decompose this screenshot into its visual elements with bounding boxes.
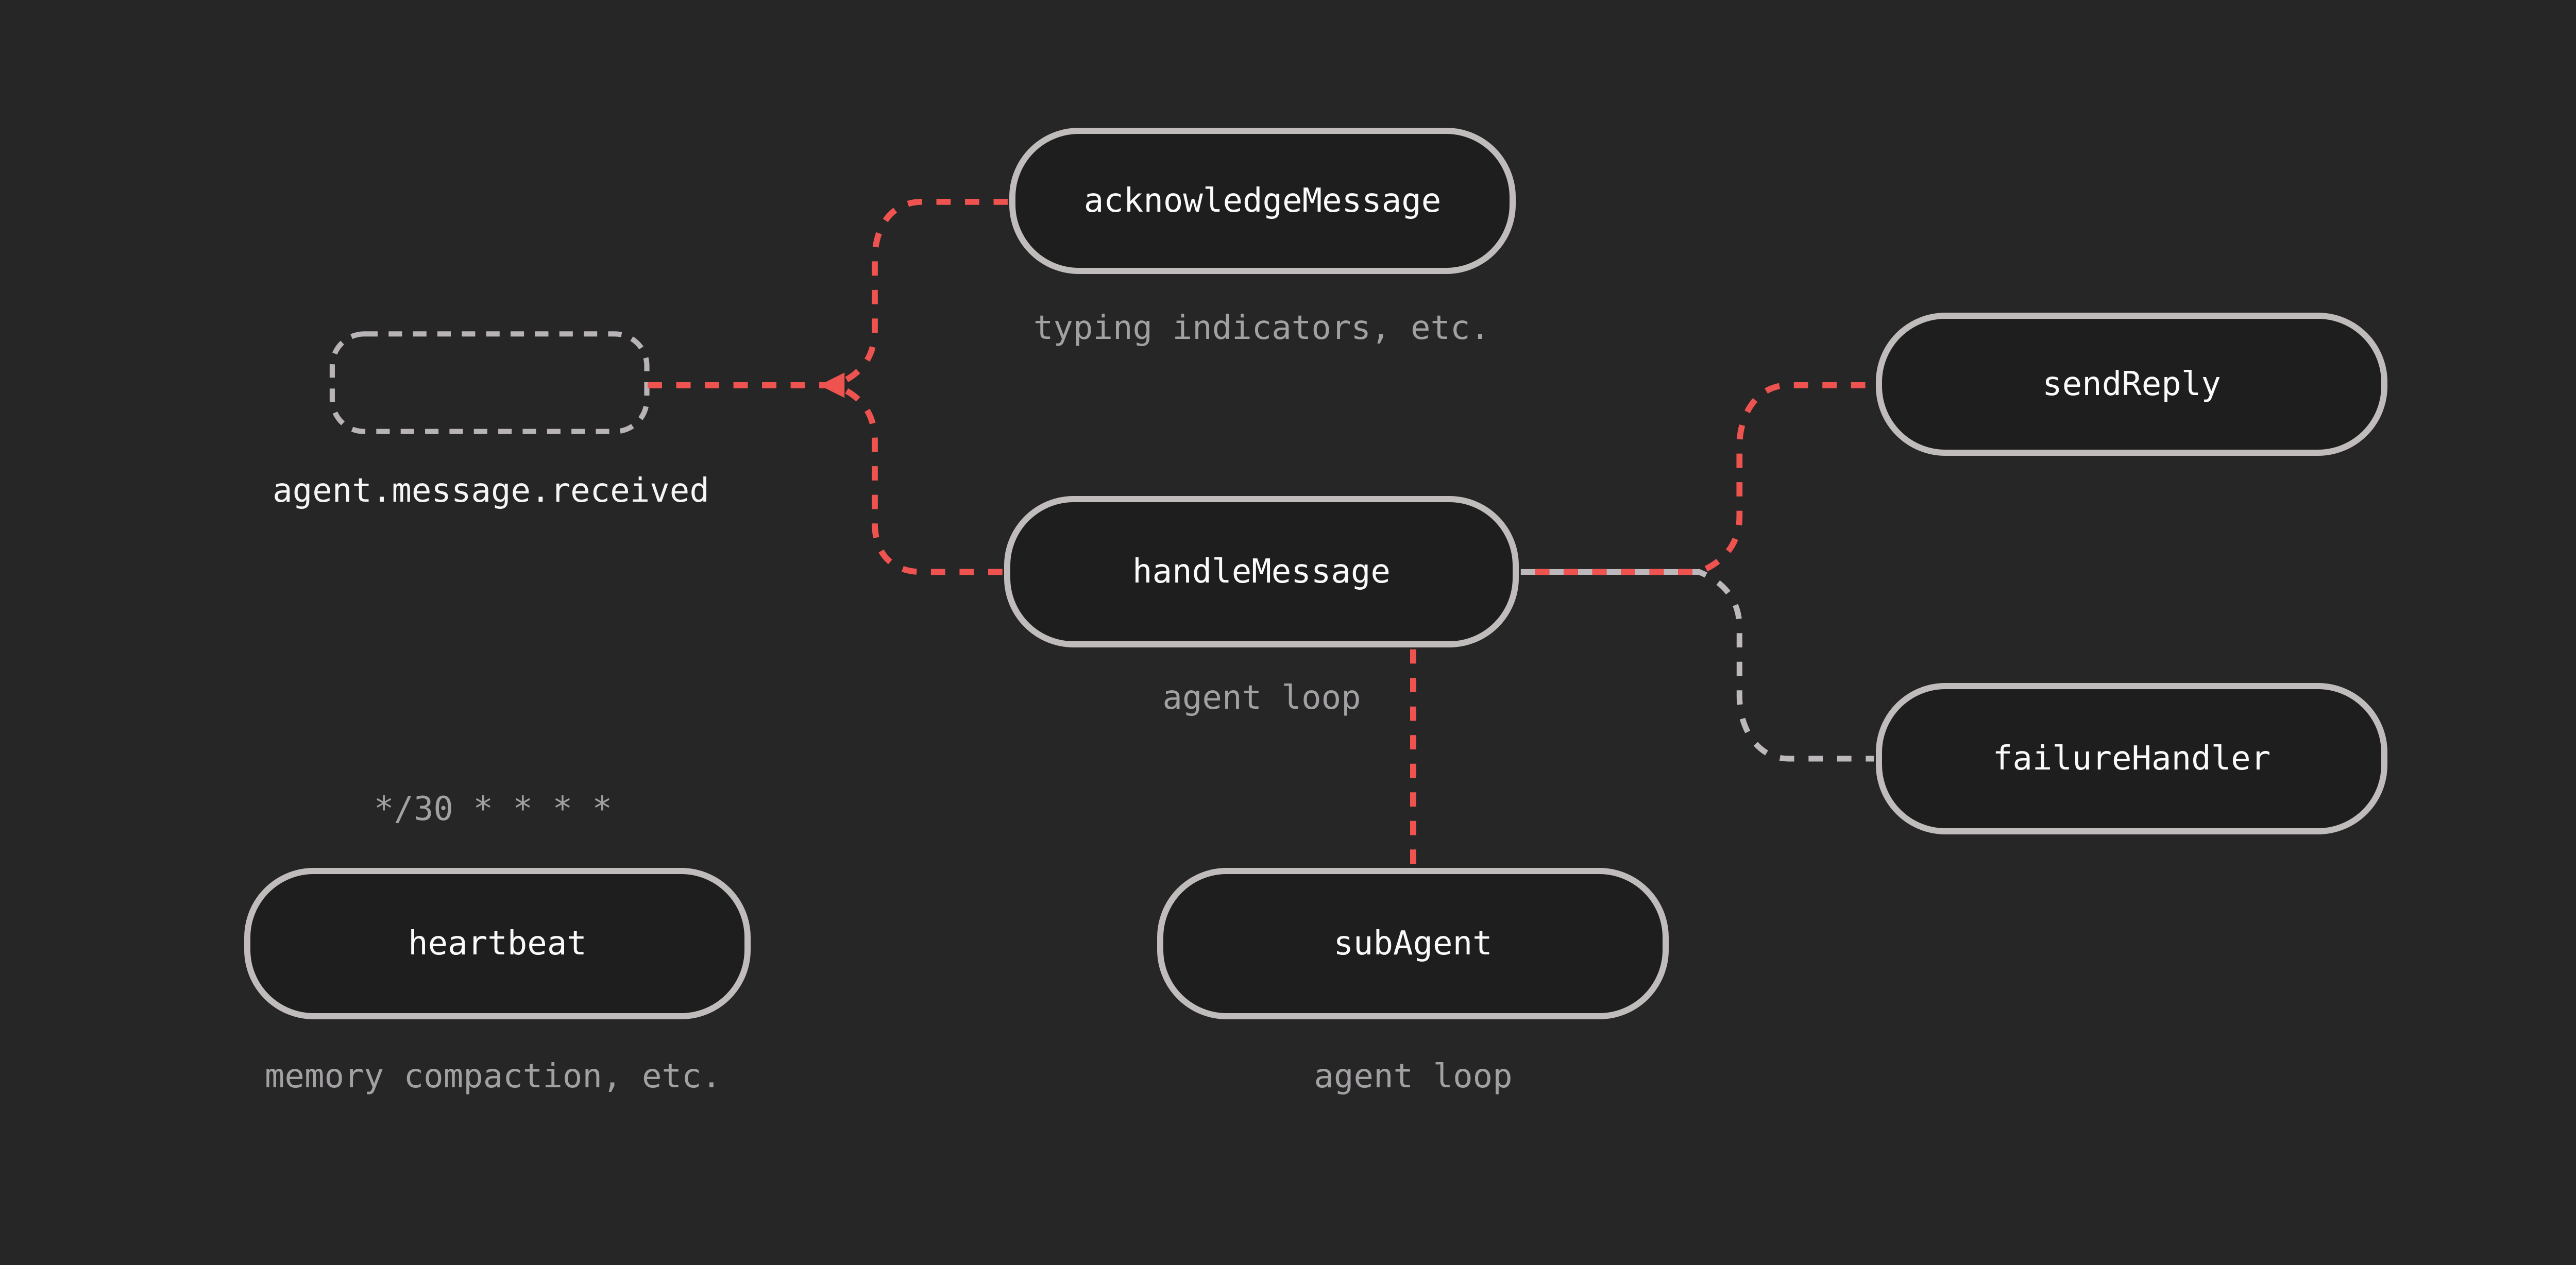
edge-junction-arrowhead-icon (819, 372, 845, 398)
caption-acknowledgemessage: typing indicators, etc. (1033, 309, 1490, 347)
heartbeat-schedule-label: */30 * * * * (374, 790, 613, 828)
node-subagent: subAgent (1157, 868, 1669, 1019)
node-handlemessage-label: handleMessage (1132, 553, 1391, 591)
node-sendreply: sendReply (1876, 313, 2387, 456)
caption-heartbeat: memory compaction, etc. (264, 1057, 722, 1096)
node-acknowledgemessage-label: acknowledgeMessage (1083, 182, 1442, 220)
edge-event-to-acknowledgemessage (648, 199, 1008, 388)
node-sendreply-label: sendReply (2042, 365, 2221, 403)
node-failurehandler: failureHandler (1876, 683, 2387, 834)
event-source-label: agent.message.received (273, 472, 709, 510)
node-handlemessage: handleMessage (1004, 496, 1519, 647)
caption-handlemessage: agent loop (1162, 679, 1361, 717)
edge-handlemessage-to-sendreply (1520, 382, 1874, 575)
node-acknowledgemessage: acknowledgeMessage (1009, 128, 1516, 274)
node-event-source (329, 331, 650, 434)
caption-subagent: agent loop (1314, 1057, 1513, 1096)
node-failurehandler-label: failureHandler (1992, 740, 2271, 778)
node-subagent-label: subAgent (1333, 925, 1493, 963)
node-heartbeat-label: heartbeat (408, 925, 587, 963)
edge-event-to-handlemessage (648, 382, 1003, 575)
node-heartbeat: heartbeat (244, 868, 751, 1019)
edge-handlemessage-to-failurehandler (1520, 569, 1874, 762)
